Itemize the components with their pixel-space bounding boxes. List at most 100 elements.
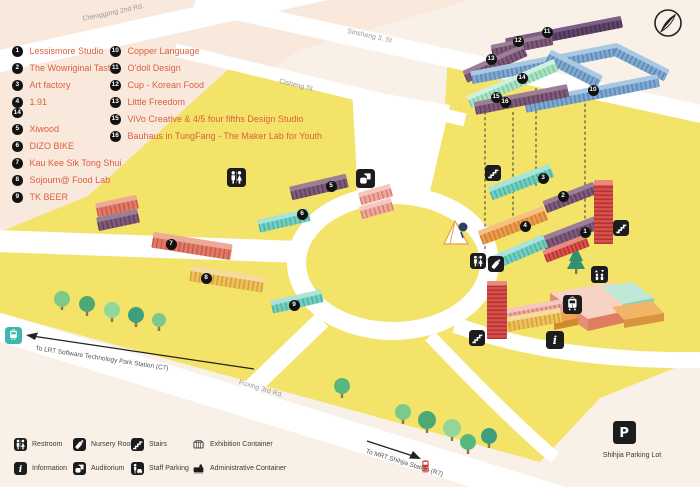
legend-item-label: DIZO BIKE [29, 141, 75, 151]
facility-legend-label: Restroom [32, 440, 63, 448]
auditorium-map-icon [356, 169, 375, 188]
trees [54, 246, 585, 454]
facility-legend: Restroom Nursery Room Stairs Exhibition Con… [14, 438, 322, 475]
facility-legend-item: Administrative Container [192, 462, 322, 475]
legend-item: 9 TK BEER [12, 192, 121, 203]
restroom-map-icon [227, 168, 246, 187]
legend-number-badges: 8 [12, 175, 23, 186]
legend-number-badges: 6 [12, 141, 23, 152]
legend-number-badge: 13 [110, 97, 121, 108]
legend-number-badges: 16 [110, 131, 121, 142]
restroom-map-icon [470, 253, 486, 269]
legend-number-badges: 10 [110, 46, 121, 57]
facility-legend-item: Restroom [14, 438, 73, 451]
facility-legend-label: Information [32, 464, 68, 472]
legend-number-badge: 2 [12, 63, 23, 74]
restroom-icon [14, 438, 27, 451]
legend-number-badge: 5 [12, 124, 23, 135]
facility-legend-item: Auditorium [73, 462, 131, 475]
facility-legend-item: i Information [14, 462, 73, 475]
legend-item: 8 Sojourn@ Food Lab [12, 175, 121, 186]
legend-item: 12 Cup - Korean Food [110, 80, 322, 91]
map-marker-7: 7 [165, 238, 177, 250]
legend-number-badge: 1 [12, 46, 23, 57]
legend-item-label: Art factory [29, 80, 71, 90]
lrt-tram-icon [5, 327, 22, 344]
legend-number-badges: 9 [12, 192, 23, 203]
map-marker-3: 3 [537, 172, 549, 184]
legend-number-badges: 15 [110, 114, 121, 125]
map-marker-5: 5 [325, 180, 337, 192]
legend-item-label: ViVo Creative & 4/5 four fifths Design S… [127, 114, 304, 124]
legend-item: 16 Bauhaus in TungFang - The Maker Lab fo… [110, 131, 322, 142]
map-marker-8: 8 [200, 272, 212, 284]
legend-number-badge: 7 [12, 158, 23, 169]
map-marker-2: 2 [557, 190, 569, 202]
legend-item-label: TK BEER [29, 192, 69, 202]
parking-lot-label: Shihjia Parking Lot [602, 452, 662, 459]
facility-legend-label: Administrative Container [210, 464, 287, 472]
legend-number-badges: 1 [12, 46, 23, 57]
map-marker-16: 16 [499, 96, 511, 108]
legend-number-badge: 3 [12, 80, 23, 91]
mrt-train-icon [417, 458, 434, 475]
legend-number-badge: 15 [110, 114, 121, 125]
map-marker-4: 4 [519, 220, 531, 232]
auditorium-icon [73, 462, 86, 475]
legend-item-label: 1.91 [29, 97, 48, 107]
legend-item: 5 Xiwood [12, 124, 121, 135]
parking-lot-icon: P [613, 421, 636, 444]
legend-item-label: Bauhaus in TungFang - The Maker Lab for … [127, 131, 322, 141]
legend-item: 15 ViVo Creative & 4/5 four fifths Design… [110, 114, 322, 125]
legend-number-badge: 12 [110, 80, 121, 91]
facility-legend-item: Stairs [131, 438, 192, 451]
svg-text:P: P [620, 427, 630, 442]
staff-parking-icon [131, 462, 144, 475]
legend-number-badge: 14 [12, 107, 23, 118]
legend-item: 6 DIZO BIKE [12, 141, 121, 152]
map-marker-6: 6 [296, 208, 308, 220]
legend-item-label: Xiwood [29, 124, 60, 134]
facility-legend-item: Staff Parking [131, 462, 192, 475]
legend-item-label: Sojourn@ Food Lab [29, 175, 111, 185]
facility-legend-label: Exhibition Container [210, 440, 273, 448]
legend-number-badges: 3 [12, 80, 23, 91]
facility-legend-item: Exhibition Container [192, 438, 322, 451]
legend-number-badge: 9 [12, 192, 23, 203]
map-marker-1: 1 [579, 226, 591, 238]
legend-item-label: Cup - Korean Food [127, 80, 205, 90]
legend-item: 1 Lessismore Studio [12, 46, 121, 57]
nursery-room-map-icon [488, 256, 504, 272]
legend-item: 10 Copper Language [110, 46, 322, 57]
information-icon: i [14, 462, 27, 475]
facility-legend-label: Staff Parking [149, 464, 189, 472]
map-marker-14: 14 [516, 72, 528, 84]
information-map-icon: i [546, 331, 564, 349]
map-marker-15: 15 [490, 91, 502, 103]
stairs-map-icon [613, 220, 629, 236]
exhibition-container-icon [192, 438, 205, 451]
legend-item-label: Lessismore Studio [29, 46, 104, 56]
stairs-icon [131, 438, 144, 451]
map-marker-9: 9 [288, 299, 300, 311]
svg-text:i: i [553, 333, 557, 347]
legend-item-label: O'doll Design [127, 63, 181, 73]
facility-legend-item: Nursery Room [73, 438, 136, 451]
legend-number-badge: 6 [12, 141, 23, 152]
svg-text:i: i [19, 464, 23, 475]
legend-item-label: Kau Kee Sik Tong Shui [29, 158, 122, 168]
tower-red-2 [487, 281, 507, 339]
facility-legend-label: Stairs [149, 440, 167, 448]
legend-item: 7 Kau Kee Sik Tong Shui [12, 158, 121, 169]
map-marker-12: 12 [512, 35, 524, 47]
administrative-container-icon [192, 462, 205, 475]
facility-legend-label: Nursery Room [91, 440, 137, 448]
legend-number-badges: 13 [110, 97, 121, 108]
exhibition-container-map-icon [563, 295, 582, 314]
legend-item-label: Copper Language [127, 46, 200, 56]
